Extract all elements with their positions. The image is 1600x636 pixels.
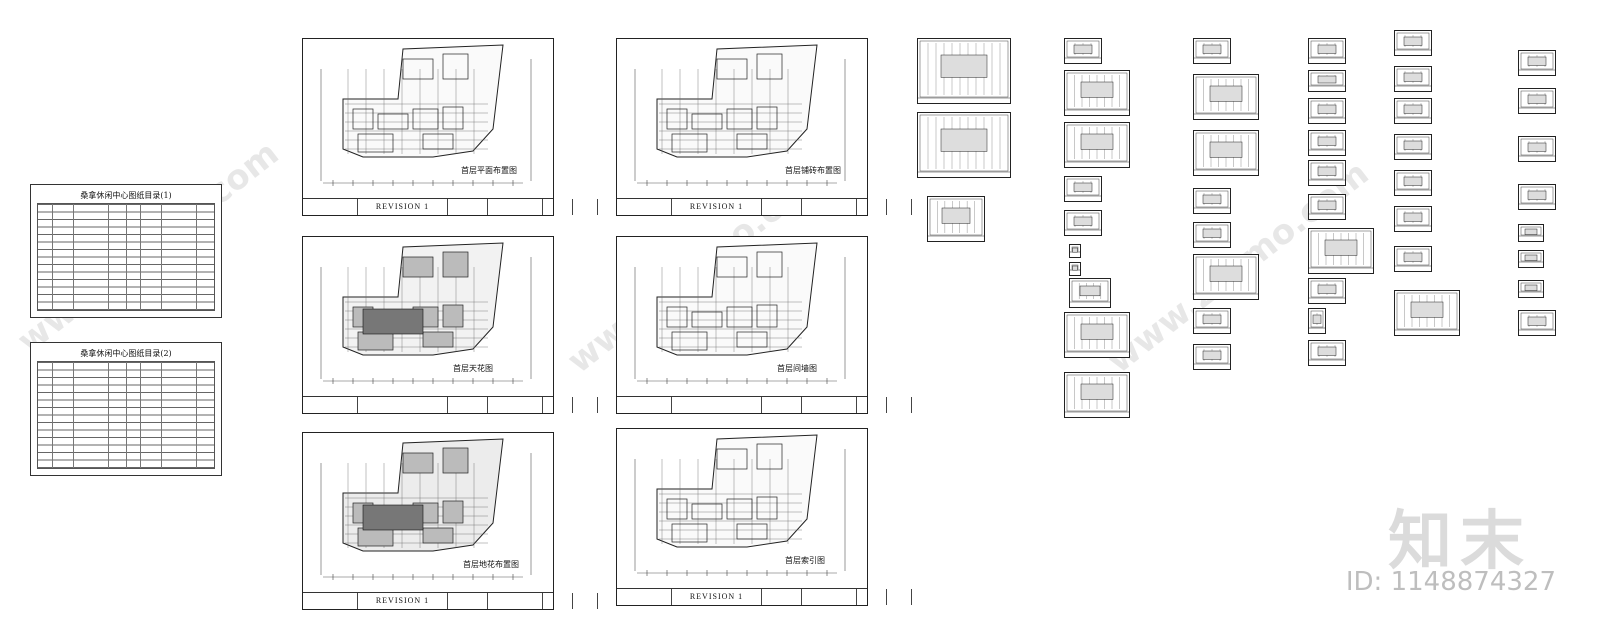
detail-drawing-thumbnail	[1064, 312, 1130, 358]
index-table	[37, 361, 215, 469]
detail-drawing-thumbnail	[1308, 340, 1346, 366]
detail-drawing-thumbnail	[1518, 280, 1544, 298]
detail-drawing-thumbnail	[1518, 310, 1556, 336]
title-block	[303, 396, 598, 413]
detail-drawing-thumbnail	[1308, 98, 1346, 124]
detail-drawing-thumbnail	[1193, 130, 1259, 176]
detail-drawing-thumbnail	[1518, 136, 1556, 162]
detail-drawing-thumbnail	[1308, 228, 1374, 274]
floor-plan-drawing	[320, 44, 532, 186]
detail-drawing-thumbnail	[1064, 70, 1130, 116]
revision-label: REVISION 1	[672, 199, 762, 215]
title-block	[617, 396, 912, 413]
detail-drawing-thumbnail	[1394, 170, 1432, 196]
detail-drawing-thumbnail	[1069, 278, 1111, 308]
detail-drawing-thumbnail	[1394, 66, 1432, 92]
detail-drawing-thumbnail	[1308, 160, 1346, 186]
floor-plan-drawing	[634, 434, 846, 576]
detail-drawing-thumbnail	[1518, 88, 1556, 114]
floor-plan-sheet: 首层铺砖布置图 REVISION 1	[616, 38, 912, 216]
floor-plan-sheet: 首层平面布置图 REVISION 1	[302, 38, 598, 216]
detail-drawing-thumbnail	[917, 38, 1011, 104]
detail-drawing-thumbnail	[1518, 250, 1544, 268]
floor-plan-sheet: 首层地花布置图 REVISION 1	[302, 432, 598, 610]
plan-title: 首层间墙图	[777, 364, 817, 373]
detail-drawing-thumbnail	[1308, 194, 1346, 220]
drawing-index-sheet-2: 桑拿休闲中心图纸目录(2)	[30, 342, 222, 476]
detail-drawing-thumbnail	[1193, 308, 1231, 334]
detail-drawing-thumbnail	[1394, 290, 1460, 336]
title-block: REVISION 1	[303, 592, 598, 609]
revision-label: REVISION 1	[672, 589, 762, 605]
detail-drawing-thumbnail	[1518, 224, 1544, 242]
detail-drawing-thumbnail	[1193, 74, 1259, 120]
detail-drawing-thumbnail	[1308, 38, 1346, 64]
detail-drawing-thumbnail	[1064, 372, 1130, 418]
revision-label: REVISION 1	[358, 199, 448, 215]
image-id-text: ID: 1148874327	[1345, 567, 1556, 597]
index-table	[37, 203, 215, 311]
detail-drawing-thumbnail	[1193, 344, 1231, 370]
title-block: REVISION 1	[303, 198, 598, 215]
detail-drawing-thumbnail	[1308, 278, 1346, 304]
drawing-index-sheet-1: 桑拿休闲中心图纸目录(1)	[30, 184, 222, 318]
detail-drawing-thumbnail	[1193, 188, 1231, 214]
title-block: REVISION 1	[617, 198, 912, 215]
detail-drawing-thumbnail	[927, 196, 985, 242]
detail-drawing-thumbnail	[1394, 206, 1432, 232]
detail-drawing-thumbnail	[1394, 246, 1432, 272]
title-block: REVISION 1	[617, 588, 912, 605]
detail-drawing-thumbnail	[917, 112, 1011, 178]
revision-label: REVISION 1	[358, 593, 448, 609]
detail-drawing-thumbnail	[1193, 254, 1259, 300]
floor-plan-sheet: 首层索引图 REVISION 1	[616, 428, 912, 606]
floor-plan-drawing	[634, 242, 846, 384]
index-title: 桑拿休闲中心图纸目录(2)	[80, 349, 172, 358]
plan-title: 首层平面布置图	[461, 166, 517, 175]
detail-drawing-thumbnail	[1394, 98, 1432, 124]
floor-plan-sheet: 首层间墙图	[616, 236, 912, 414]
detail-drawing-thumbnail	[1518, 184, 1556, 210]
detail-drawing-thumbnail	[1308, 130, 1346, 156]
brand-logo: 知末	[1388, 505, 1532, 579]
detail-drawing-thumbnail	[1308, 70, 1346, 92]
detail-drawing-thumbnail	[1394, 134, 1432, 160]
detail-drawing-thumbnail	[1064, 210, 1102, 236]
detail-drawing-thumbnail	[1193, 222, 1231, 248]
detail-drawing-thumbnail	[1064, 176, 1102, 202]
detail-drawing-thumbnail	[1064, 122, 1130, 168]
floor-plan-drawing	[320, 242, 532, 384]
plan-title: 首层天花图	[453, 364, 493, 373]
detail-drawing-thumbnail	[1394, 30, 1432, 56]
plan-title: 首层地花布置图	[463, 560, 519, 569]
plan-title: 首层索引图	[785, 556, 825, 565]
detail-drawing-thumbnail	[1064, 38, 1102, 64]
detail-drawing-thumbnail	[1308, 308, 1326, 334]
index-title: 桑拿休闲中心图纸目录(1)	[80, 191, 172, 200]
floor-plan-drawing	[634, 44, 846, 186]
detail-drawing-thumbnail	[1518, 50, 1556, 76]
detail-drawing-thumbnail	[1193, 38, 1231, 64]
floor-plan-sheet: 首层天花图	[302, 236, 598, 414]
detail-drawing-thumbnail	[1069, 244, 1081, 258]
detail-drawing-thumbnail	[1069, 262, 1081, 276]
floor-plan-drawing	[320, 438, 532, 580]
revision-label	[358, 397, 448, 413]
revision-label	[672, 397, 762, 413]
plan-title: 首层铺砖布置图	[785, 166, 841, 175]
